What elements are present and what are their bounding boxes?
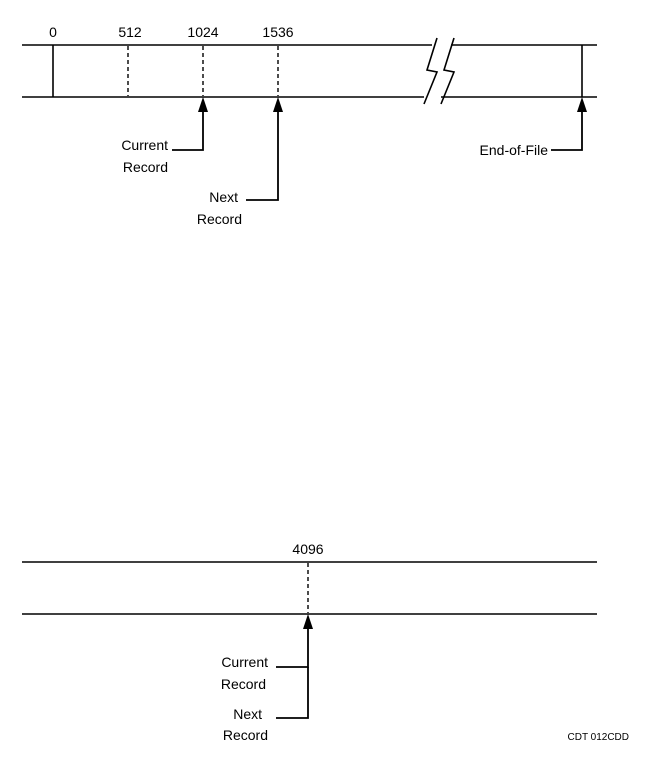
next-record-leader xyxy=(246,110,279,201)
current-record-arrowhead xyxy=(198,97,208,112)
bottom-file-diagram: 4096 Current Record Next Record xyxy=(22,541,597,743)
end-of-file-arrowhead xyxy=(577,97,587,112)
current-record-label-line2: Record xyxy=(123,159,168,175)
bottom-current-record-label-line2: Record xyxy=(221,676,266,692)
bottom-next-record-leader xyxy=(276,667,309,719)
break-mark-right xyxy=(440,37,456,105)
next-record-label-line2: Record xyxy=(197,211,242,227)
next-record-arrowhead xyxy=(273,97,283,112)
offset-label-1536: 1536 xyxy=(262,24,293,40)
figure-caption-code: CDT 012CDD xyxy=(568,732,630,743)
offset-label-512: 512 xyxy=(118,24,142,40)
current-record-leader xyxy=(172,110,204,151)
current-record-label-line1: Current xyxy=(121,137,168,153)
top-file-diagram: 0 512 1024 1536 Current Record Next Reco… xyxy=(22,24,597,227)
offset-label-1024: 1024 xyxy=(187,24,218,40)
bottom-current-record-label-line1: Current xyxy=(221,654,268,670)
offset-label-0: 0 xyxy=(49,24,57,40)
bottom-next-record-label-line2: Record xyxy=(223,727,268,743)
end-of-file-leader xyxy=(551,110,583,151)
bottom-pointer-arrowhead xyxy=(303,614,313,629)
bottom-next-record-label-line1: Next xyxy=(233,706,262,722)
offset-label-4096: 4096 xyxy=(292,541,323,557)
break-mark-left xyxy=(423,37,439,105)
end-of-file-label: End-of-File xyxy=(480,142,549,158)
next-record-label-line1: Next xyxy=(209,189,238,205)
bottom-current-record-leader xyxy=(276,627,309,668)
